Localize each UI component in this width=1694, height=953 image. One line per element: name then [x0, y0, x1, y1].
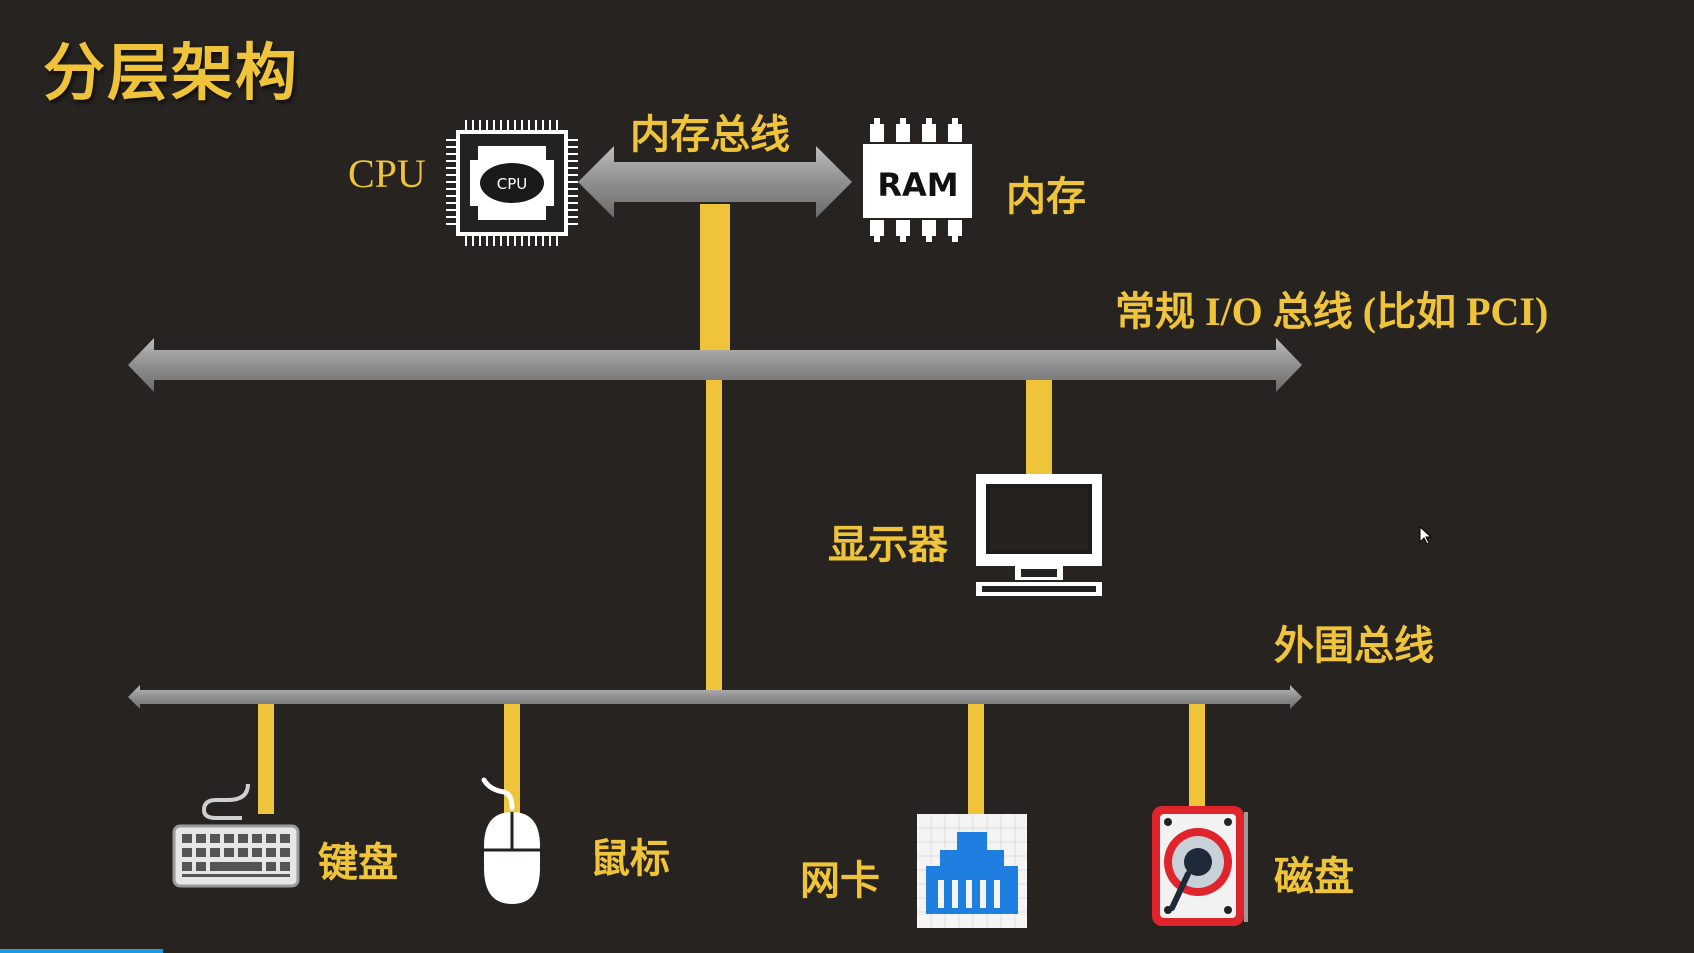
network-card-label: 网卡	[800, 857, 880, 904]
display-label: 显示器	[828, 521, 948, 568]
cursor-icon	[1419, 526, 1433, 545]
disk-icon	[1152, 806, 1248, 926]
connector-display	[1026, 368, 1052, 474]
io-bus-label: 常规 I/O 总线 (比如 PCI)	[1115, 289, 1549, 334]
disk-label: 磁盘	[1274, 853, 1354, 900]
connector-disk	[1189, 700, 1205, 814]
connector-iobus-periphbus	[706, 378, 722, 690]
memory-bus-label: 内存总线	[630, 111, 790, 158]
memory-label: 内存	[1006, 173, 1086, 220]
connector-membus-iobus	[700, 204, 730, 352]
cpu-chip-label: CPU	[497, 175, 528, 193]
connector-keyboard	[258, 700, 274, 814]
peripheral-bus-label: 外围总线	[1274, 622, 1434, 669]
video-progress-bar[interactable]	[0, 949, 163, 953]
mouse-icon	[481, 777, 540, 904]
cpu-chip-icon: CPU	[446, 120, 578, 246]
connector-network	[968, 700, 984, 814]
mouse-label: 鼠标	[590, 835, 670, 882]
connector-mouse	[504, 700, 520, 814]
peripheral-bus-arrow	[128, 685, 1302, 709]
io-bus-arrow	[128, 338, 1302, 392]
slide-title: 分层架构	[43, 36, 300, 109]
ram-chip-label: RAM	[877, 166, 958, 204]
keyboard-label: 键盘	[318, 839, 398, 886]
keyboard-icon	[172, 783, 300, 888]
ram-chip-icon: RAM	[863, 118, 972, 242]
network-card-icon	[917, 814, 1027, 928]
memory-bus-arrow	[578, 146, 852, 218]
cpu-label: CPU	[348, 151, 426, 196]
monitor-icon	[976, 474, 1102, 596]
